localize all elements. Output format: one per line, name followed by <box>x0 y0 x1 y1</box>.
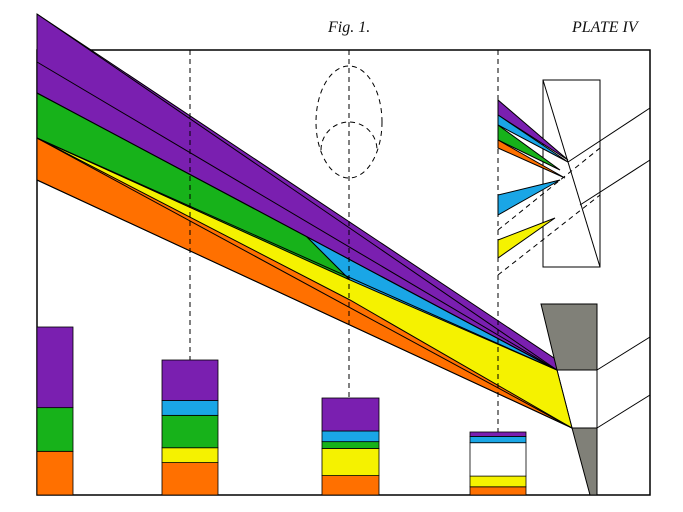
bar-3-segment-violet <box>321 397 380 432</box>
bar-3-segment-green <box>321 441 380 449</box>
exit-ray <box>596 394 651 429</box>
ray-line <box>36 92 558 371</box>
prism-diagonal <box>542 79 601 268</box>
bar-4-segment-yellow <box>469 475 527 488</box>
bar-2-segment-yellow <box>161 447 219 464</box>
exit-ray <box>579 159 651 206</box>
bar-2-segment-blue <box>161 400 219 416</box>
outer-ellipse <box>315 65 383 179</box>
inset-yellow <box>497 217 556 259</box>
dashed-ray <box>497 147 601 231</box>
lower-prism <box>540 303 651 496</box>
inset-blue <box>497 114 569 163</box>
inner-arc <box>320 121 378 151</box>
bar-4-segment-orange <box>469 486 527 496</box>
figure-label: Fig. 1. <box>328 19 371 36</box>
exit-ray <box>596 336 651 371</box>
inset-violet <box>497 98 569 161</box>
bar-2-segment-green <box>161 414 219 449</box>
ray-line <box>36 61 558 371</box>
bar-4-segment-violet <box>469 431 527 437</box>
bar-4-segment-white <box>469 442 527 477</box>
plate-label: PLATE IV <box>572 19 638 36</box>
ray-line <box>36 137 573 429</box>
ray-line <box>36 179 573 429</box>
bar-1-segment-violet <box>36 326 74 409</box>
dashed-ray <box>497 194 601 276</box>
stacked-bars <box>36 326 527 496</box>
prism-inset <box>497 79 651 276</box>
bar-3-segment-orange <box>321 475 380 496</box>
bar-2-segment-orange <box>161 462 219 496</box>
dispersion-fan <box>36 13 573 430</box>
bar-1-segment-green <box>36 407 74 452</box>
inset-orange <box>497 139 566 179</box>
bar-1-segment-orange <box>36 450 74 496</box>
bar-3-segment-yellow <box>321 448 380 477</box>
prism-outline <box>557 369 598 429</box>
prism-lower-block <box>571 427 598 496</box>
bar-4-segment-blue <box>469 436 527 444</box>
bar-3-segment-blue <box>321 430 380 443</box>
bar-2-segment-violet <box>161 359 219 401</box>
ray-line <box>36 137 558 371</box>
inset-green <box>497 124 561 171</box>
inset-blue-2 <box>497 179 561 216</box>
ray-line <box>36 13 558 371</box>
exit-ray <box>567 107 651 163</box>
